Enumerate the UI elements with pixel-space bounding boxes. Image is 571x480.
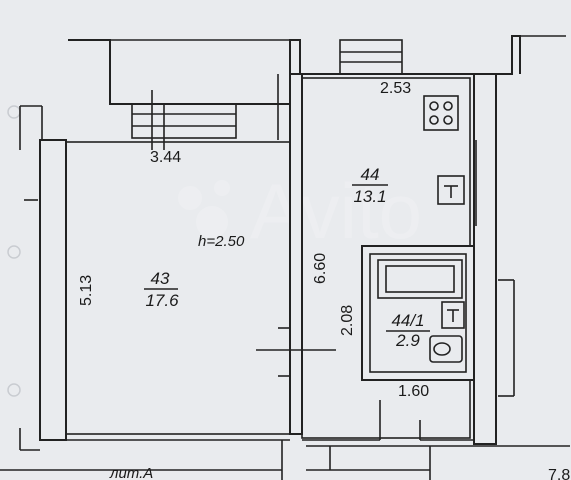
- avito-watermark: Avito: [178, 167, 422, 255]
- ceiling-height-note: h=2.50: [198, 233, 245, 250]
- bathtub-icon: [377, 259, 463, 299]
- room-43-number: 43: [151, 269, 170, 288]
- washbasin-icon: [441, 301, 465, 329]
- room-43-area: 17.6: [145, 291, 179, 310]
- walls: [0, 35, 570, 480]
- room-44-1-area: 2.9: [395, 331, 420, 350]
- window-top-right: [339, 39, 403, 75]
- dim-bath-length: 2.08: [339, 305, 356, 336]
- side-openings: [24, 140, 477, 226]
- dim-room43-length: 5.13: [78, 275, 95, 306]
- toilet-icon: [429, 335, 463, 363]
- stove-icon: [423, 95, 459, 131]
- dim-room44-length: 6.60: [312, 253, 329, 284]
- building-label: лит.А: [109, 465, 153, 480]
- room-44-area: 13.1: [353, 187, 386, 206]
- room-44-1-number: 44/1: [391, 311, 424, 330]
- svg-text:Avito: Avito: [250, 167, 422, 255]
- sink-icon: [437, 175, 465, 205]
- stairs-left: [131, 90, 237, 150]
- dim-room43-width: 3.44: [150, 149, 181, 166]
- dim-bath-width: 1.60: [398, 383, 429, 400]
- binder-holes: [7, 105, 21, 397]
- corner-dim-partial: 7.8: [548, 467, 570, 480]
- room-44-number: 44: [361, 165, 380, 184]
- dim-room44-width: 2.53: [380, 80, 411, 97]
